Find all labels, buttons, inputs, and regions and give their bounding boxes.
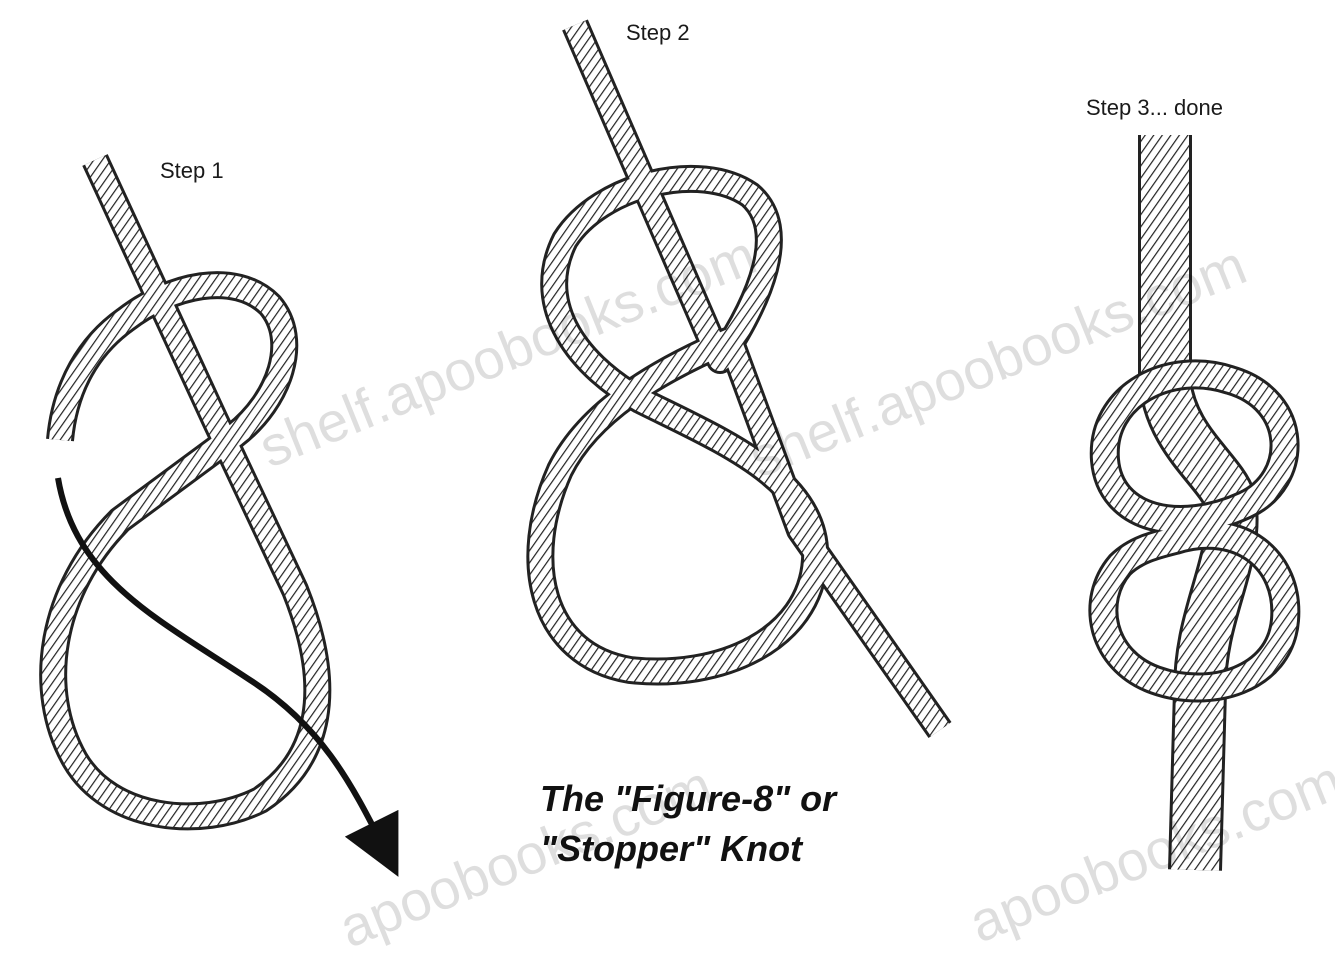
step3-label: Step 3... done [1086,95,1223,121]
step3-knot [1103,135,1285,870]
knot-illustrations [0,0,1335,901]
step2-knot [540,25,940,730]
knot-diagram: shelf.apoobooks.com shelf.apoobooks.com … [0,0,1335,901]
step1-rope-standing [53,160,317,816]
step1-label: Step 1 [160,158,224,184]
step1-knot [53,160,385,850]
diagram-title-line1: The "Figure-8" or [540,778,836,820]
step2-label: Step 2 [626,20,690,46]
diagram-title-line2: "Stopper" Knot [540,828,802,870]
